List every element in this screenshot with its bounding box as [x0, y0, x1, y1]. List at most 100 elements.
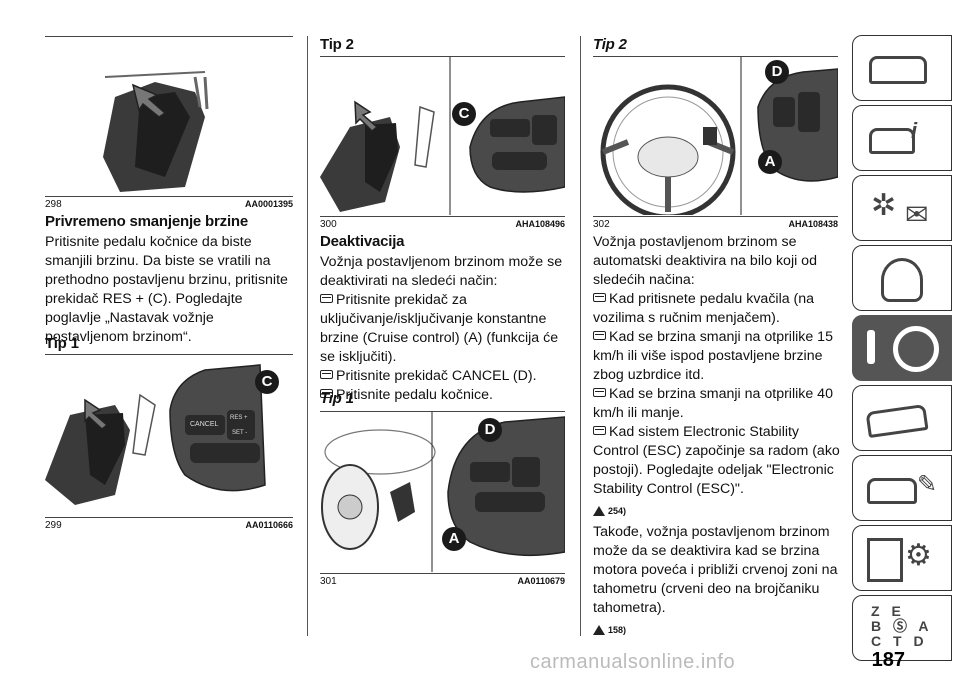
- car-crash-icon: [865, 403, 929, 439]
- bullet-icon: [593, 293, 606, 302]
- section-heading: Deaktivacija: [320, 233, 405, 250]
- section-heading: Privremeno smanjenje brzine: [45, 213, 249, 230]
- callout-a: A: [758, 150, 782, 174]
- figure-caption: 298 AA0001395: [45, 199, 293, 210]
- envelope-icon: ✉: [905, 199, 929, 230]
- list-item-text: Kad se brzina smanji na otprilike 40 km/…: [593, 386, 833, 421]
- list-item-text: Pritisnite pedalu kočnice.: [336, 387, 493, 403]
- rule: [593, 216, 838, 217]
- list-item: Kad se brzina smanji na otprilike 15 km/…: [593, 328, 843, 385]
- paragraph: Takođe, vožnja postavljenom brzinom može…: [593, 524, 838, 616]
- specs-gear-icon: [867, 538, 903, 582]
- car-info-icon: [869, 56, 927, 84]
- list-item: Pritisnite prekidač za uključivanje/iskl…: [320, 291, 570, 367]
- warning-icon: [593, 625, 605, 635]
- steering-key-icon: [893, 326, 939, 372]
- car-i-icon: [869, 128, 915, 154]
- gear-icon: ⚙: [905, 539, 932, 572]
- info-icon: i: [911, 118, 918, 143]
- list-item-text: Pritisnite prekidač CANCEL (D).: [336, 368, 537, 384]
- res-label: RES +: [230, 415, 248, 421]
- set-label: SET -: [232, 430, 248, 436]
- callout-c: C: [255, 370, 279, 394]
- reference-number: 254): [608, 506, 627, 516]
- airbag-icon: [881, 258, 923, 302]
- page-number: 187: [871, 649, 905, 671]
- paragraph: Vožnja postavljenom brzinom može se deak…: [320, 254, 563, 289]
- tab-vehicle-knowledge[interactable]: i: [852, 105, 952, 171]
- warning-ref: 158): [593, 620, 843, 640]
- warning-icon: [593, 506, 605, 516]
- list-item-text: Kad pritisnete pedalu kvačila (na vozili…: [593, 291, 815, 326]
- tip-heading: Tip 1: [320, 390, 354, 407]
- watermark: carmanualsonline.info: [530, 651, 736, 673]
- tip-heading: Tip 2: [593, 36, 627, 53]
- figure-code: AHA108496: [515, 219, 565, 229]
- bullet-icon: [320, 294, 333, 303]
- callout-a: A: [442, 527, 466, 551]
- figure-caption: 300 AHA108496: [320, 219, 565, 230]
- figure-code: AA0001395: [244, 199, 293, 209]
- list-item-text: Pritisnite prekidač za uključivanje/iskl…: [320, 292, 559, 365]
- body-text: Pritisnite pedalu kočnice da biste smanj…: [45, 233, 295, 347]
- column-divider: [307, 36, 308, 636]
- bullet-icon: [593, 426, 606, 435]
- figure-number: 299: [45, 520, 62, 531]
- figure-number: 300: [320, 219, 337, 230]
- tab-starting-driving[interactable]: [852, 315, 952, 381]
- callout-c: C: [452, 102, 476, 126]
- list-item: Kad se brzina smanji na otprilike 40 km/…: [593, 385, 843, 423]
- bullet-icon: [320, 370, 333, 379]
- rule: [45, 354, 293, 355]
- warning-lights-icon: ✲: [871, 189, 897, 222]
- body-text: Vožnja postavljenom brzinom može se deak…: [320, 253, 570, 405]
- tip-heading: Tip 1: [45, 335, 79, 352]
- figure-300: [320, 57, 565, 215]
- rule: [45, 517, 293, 518]
- callout-d: D: [478, 418, 502, 442]
- figure-caption: 302 AHA108438: [593, 219, 838, 230]
- callout-d: D: [765, 60, 789, 84]
- figure-caption: 301 AA0110679: [320, 576, 565, 587]
- list-item: Pritisnite pedalu kočnice.: [320, 386, 570, 405]
- rule: [320, 411, 565, 412]
- figure-number: 302: [593, 219, 610, 230]
- car-wrench-icon: [867, 478, 917, 504]
- tab-emergency[interactable]: [852, 385, 952, 451]
- figure-code: AA0110679: [517, 576, 565, 586]
- paragraph: Pritisnite pedalu kočnice da biste smanj…: [45, 234, 288, 345]
- tip-heading: Tip 2: [320, 36, 354, 53]
- list-item: Kad sistem Electronic Stability Control …: [593, 423, 843, 499]
- figure-301: [320, 412, 565, 572]
- tab-warning-lights[interactable]: ✲ ✉: [852, 175, 952, 241]
- list-item: Kad pritisnete pedalu kvačila (na vozili…: [593, 290, 843, 328]
- body-text: Vožnja postavljenom brzinom se automatsk…: [593, 233, 843, 642]
- tab-maintenance[interactable]: ✎: [852, 455, 952, 521]
- bullet-icon: [593, 331, 606, 340]
- tab-car-info[interactable]: [852, 35, 952, 101]
- rule: [320, 56, 565, 57]
- cancel-label: CANCEL: [190, 421, 219, 428]
- rule: [593, 56, 838, 57]
- figure-number: 298: [45, 199, 62, 210]
- column-divider: [580, 36, 581, 636]
- bullet-icon: [593, 388, 606, 397]
- figure-298: [45, 37, 293, 195]
- figure-number: 301: [320, 576, 337, 587]
- tab-technical-data[interactable]: ⚙: [852, 525, 952, 591]
- list-item: Pritisnite prekidač CANCEL (D).: [320, 367, 570, 386]
- bullet-icon: [320, 389, 333, 398]
- reference-number: 158): [608, 625, 627, 635]
- list-item-text: Kad sistem Electronic Stability Control …: [593, 424, 840, 497]
- warning-ref: 254): [593, 501, 843, 521]
- figure-299: [45, 355, 293, 515]
- rule: [320, 573, 565, 574]
- rule: [320, 216, 565, 217]
- figure-code: AA0110666: [245, 520, 293, 530]
- figure-code: AHA108438: [788, 219, 838, 229]
- tab-safety[interactable]: [852, 245, 952, 311]
- figure-302: [593, 57, 838, 215]
- wrench-icon: ✎: [917, 471, 938, 498]
